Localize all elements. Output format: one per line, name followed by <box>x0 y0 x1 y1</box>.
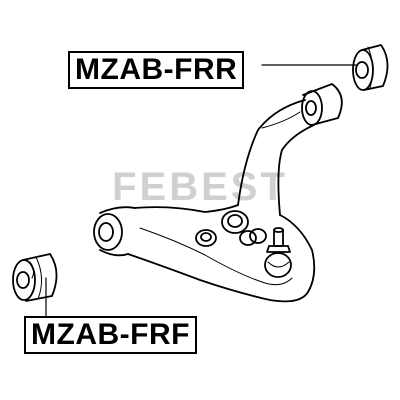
watermark-logo: FEBEST <box>112 165 288 209</box>
front-bushing-part-label: MZAB-FRF <box>24 316 197 354</box>
control-arm-icon <box>93 83 343 303</box>
ball-joint-icon <box>264 227 292 278</box>
bushing-icon <box>352 44 389 91</box>
rear-bushing-part-label: MZAB-FRR <box>68 51 245 89</box>
bushing-icon <box>12 253 58 302</box>
